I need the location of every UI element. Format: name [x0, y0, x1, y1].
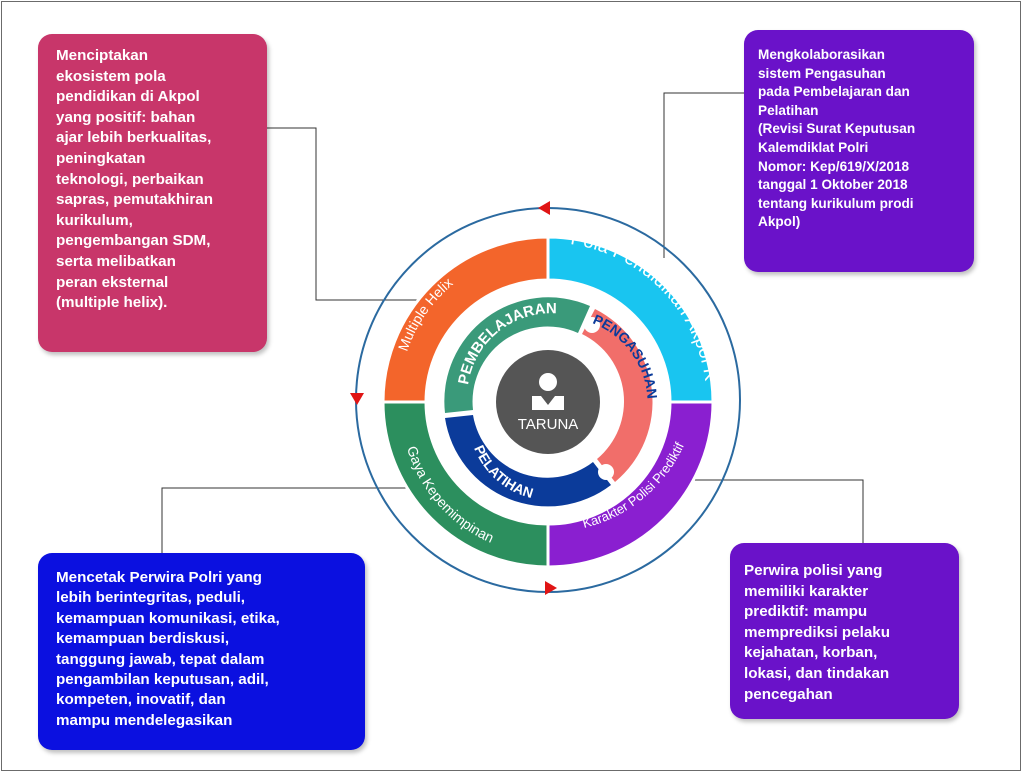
connector-bottom-right [692, 479, 864, 543]
box-predictive-text: Perwira polisi yang memiliki karakter pr… [744, 562, 891, 703]
person-icon [532, 373, 564, 410]
inner-segment-pembelajaran [444, 297, 590, 413]
arrow-bottom [545, 581, 557, 595]
center-label: TARUNA [518, 416, 579, 433]
gear-notch-top [584, 317, 600, 333]
connector-top-right [663, 92, 744, 258]
box-officer-traits: Mencetak Perwira Polri yang lebih berint… [38, 553, 365, 750]
inner-segment-pengasuhan [582, 309, 653, 482]
box-officer-traits-text: Mencetak Perwira Polri yang lebih berint… [56, 569, 280, 729]
box-predictive: Perwira polisi yang memiliki karakter pr… [730, 543, 959, 719]
box-collaboration-text: Mengkolaborasikan sistem Pengasuhan pada… [758, 47, 916, 230]
inner-segment-pelatihan [445, 415, 611, 507]
box-ecosystem-text: Menciptakan ekosistem pola pendidikan di… [56, 47, 213, 312]
gear-notch-bottom [598, 464, 614, 480]
inner-ring [444, 297, 653, 507]
arrow-top [538, 201, 550, 215]
box-ecosystem: Menciptakan ekosistem pola pendidikan di… [38, 34, 267, 352]
box-collaboration: Mengkolaborasikan sistem Pengasuhan pada… [744, 30, 974, 272]
connector-bottom-left [161, 487, 410, 553]
connector-lines [161, 92, 864, 553]
arrow-left [350, 393, 364, 405]
connector-top-left [267, 127, 420, 301]
